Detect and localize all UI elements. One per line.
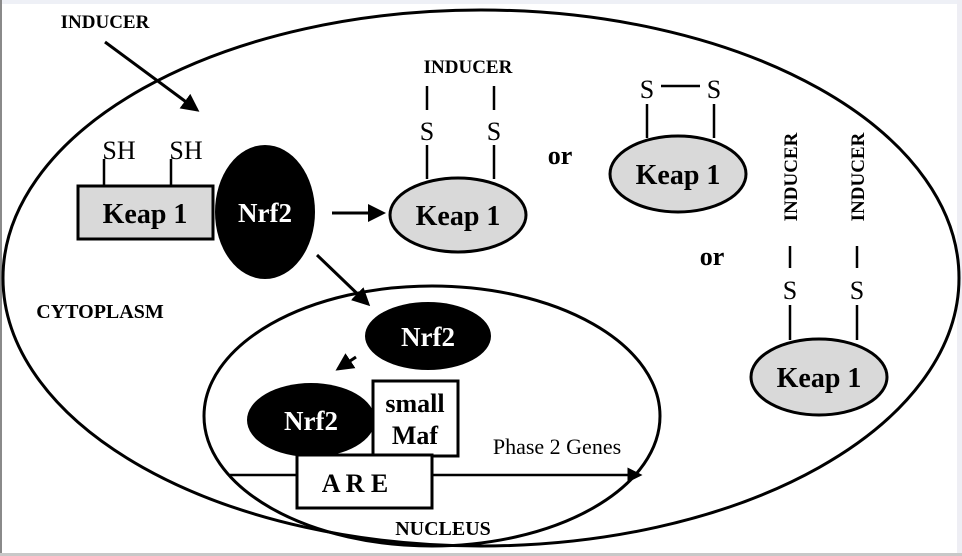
inducer-label-vertical-1: INDUCER — [781, 132, 802, 221]
left-border — [0, 0, 2, 556]
keap1-oval-a-label: Keap 1 — [416, 201, 501, 232]
sh-label-2: SH — [169, 136, 202, 165]
or-label-2: or — [700, 242, 725, 271]
nrf2-cytoplasm — [215, 145, 315, 279]
nrf2-cytoplasm-label: Nrf2 — [238, 198, 292, 228]
inducer-label-bound: INDUCER — [424, 57, 513, 78]
phase2-genes-label: Phase 2 Genes — [493, 434, 621, 459]
small-maf-label-2: Maf — [392, 421, 439, 450]
keap1-oval-a — [388, 176, 528, 254]
cell-membrane — [1, 8, 961, 548]
nuclear-membrane — [202, 284, 662, 548]
s-label-6: S — [850, 276, 864, 305]
binding-arrow — [335, 353, 357, 371]
keap1-oval-c-label: Keap 1 — [777, 363, 862, 394]
are-box — [295, 453, 434, 510]
keap1-oval-c — [749, 337, 889, 417]
inducer-label-top: INDUCER — [61, 12, 150, 33]
small-maf-box — [371, 379, 460, 458]
nrf2-nucleus-upper-label: Nrf2 — [401, 322, 455, 352]
keap1-box-label: Keap 1 — [103, 199, 188, 230]
s-label-1: S — [420, 117, 434, 146]
cytoplasm-label: CYTOPLASM — [36, 301, 164, 323]
bottom-strip — [0, 553, 962, 556]
s-label-2: S — [487, 117, 501, 146]
keap1-oval-b-label: Keap 1 — [636, 160, 721, 191]
nrf2-nucleus-bound-label: Nrf2 — [284, 406, 338, 436]
nucleus-label: NUCLEUS — [395, 518, 491, 540]
small-maf-label-1: small — [385, 389, 444, 418]
inducer-label-vertical-2: INDUCER — [848, 132, 869, 221]
keap1-oval-b — [608, 134, 748, 214]
or-label-1: or — [548, 141, 573, 170]
translocation-arrow — [315, 253, 371, 307]
s-label-3: S — [640, 75, 654, 104]
sh-label-1: SH — [102, 136, 135, 165]
top-strip — [0, 0, 962, 4]
nrf2-nucleus-upper — [365, 302, 491, 370]
are-label: A R E — [322, 469, 388, 498]
inducer-arrow — [104, 40, 200, 112]
nrf2-nucleus-bound — [247, 383, 375, 457]
keap1-box — [76, 184, 215, 241]
s-label-4: S — [707, 75, 721, 104]
s-label-5: S — [783, 276, 797, 305]
